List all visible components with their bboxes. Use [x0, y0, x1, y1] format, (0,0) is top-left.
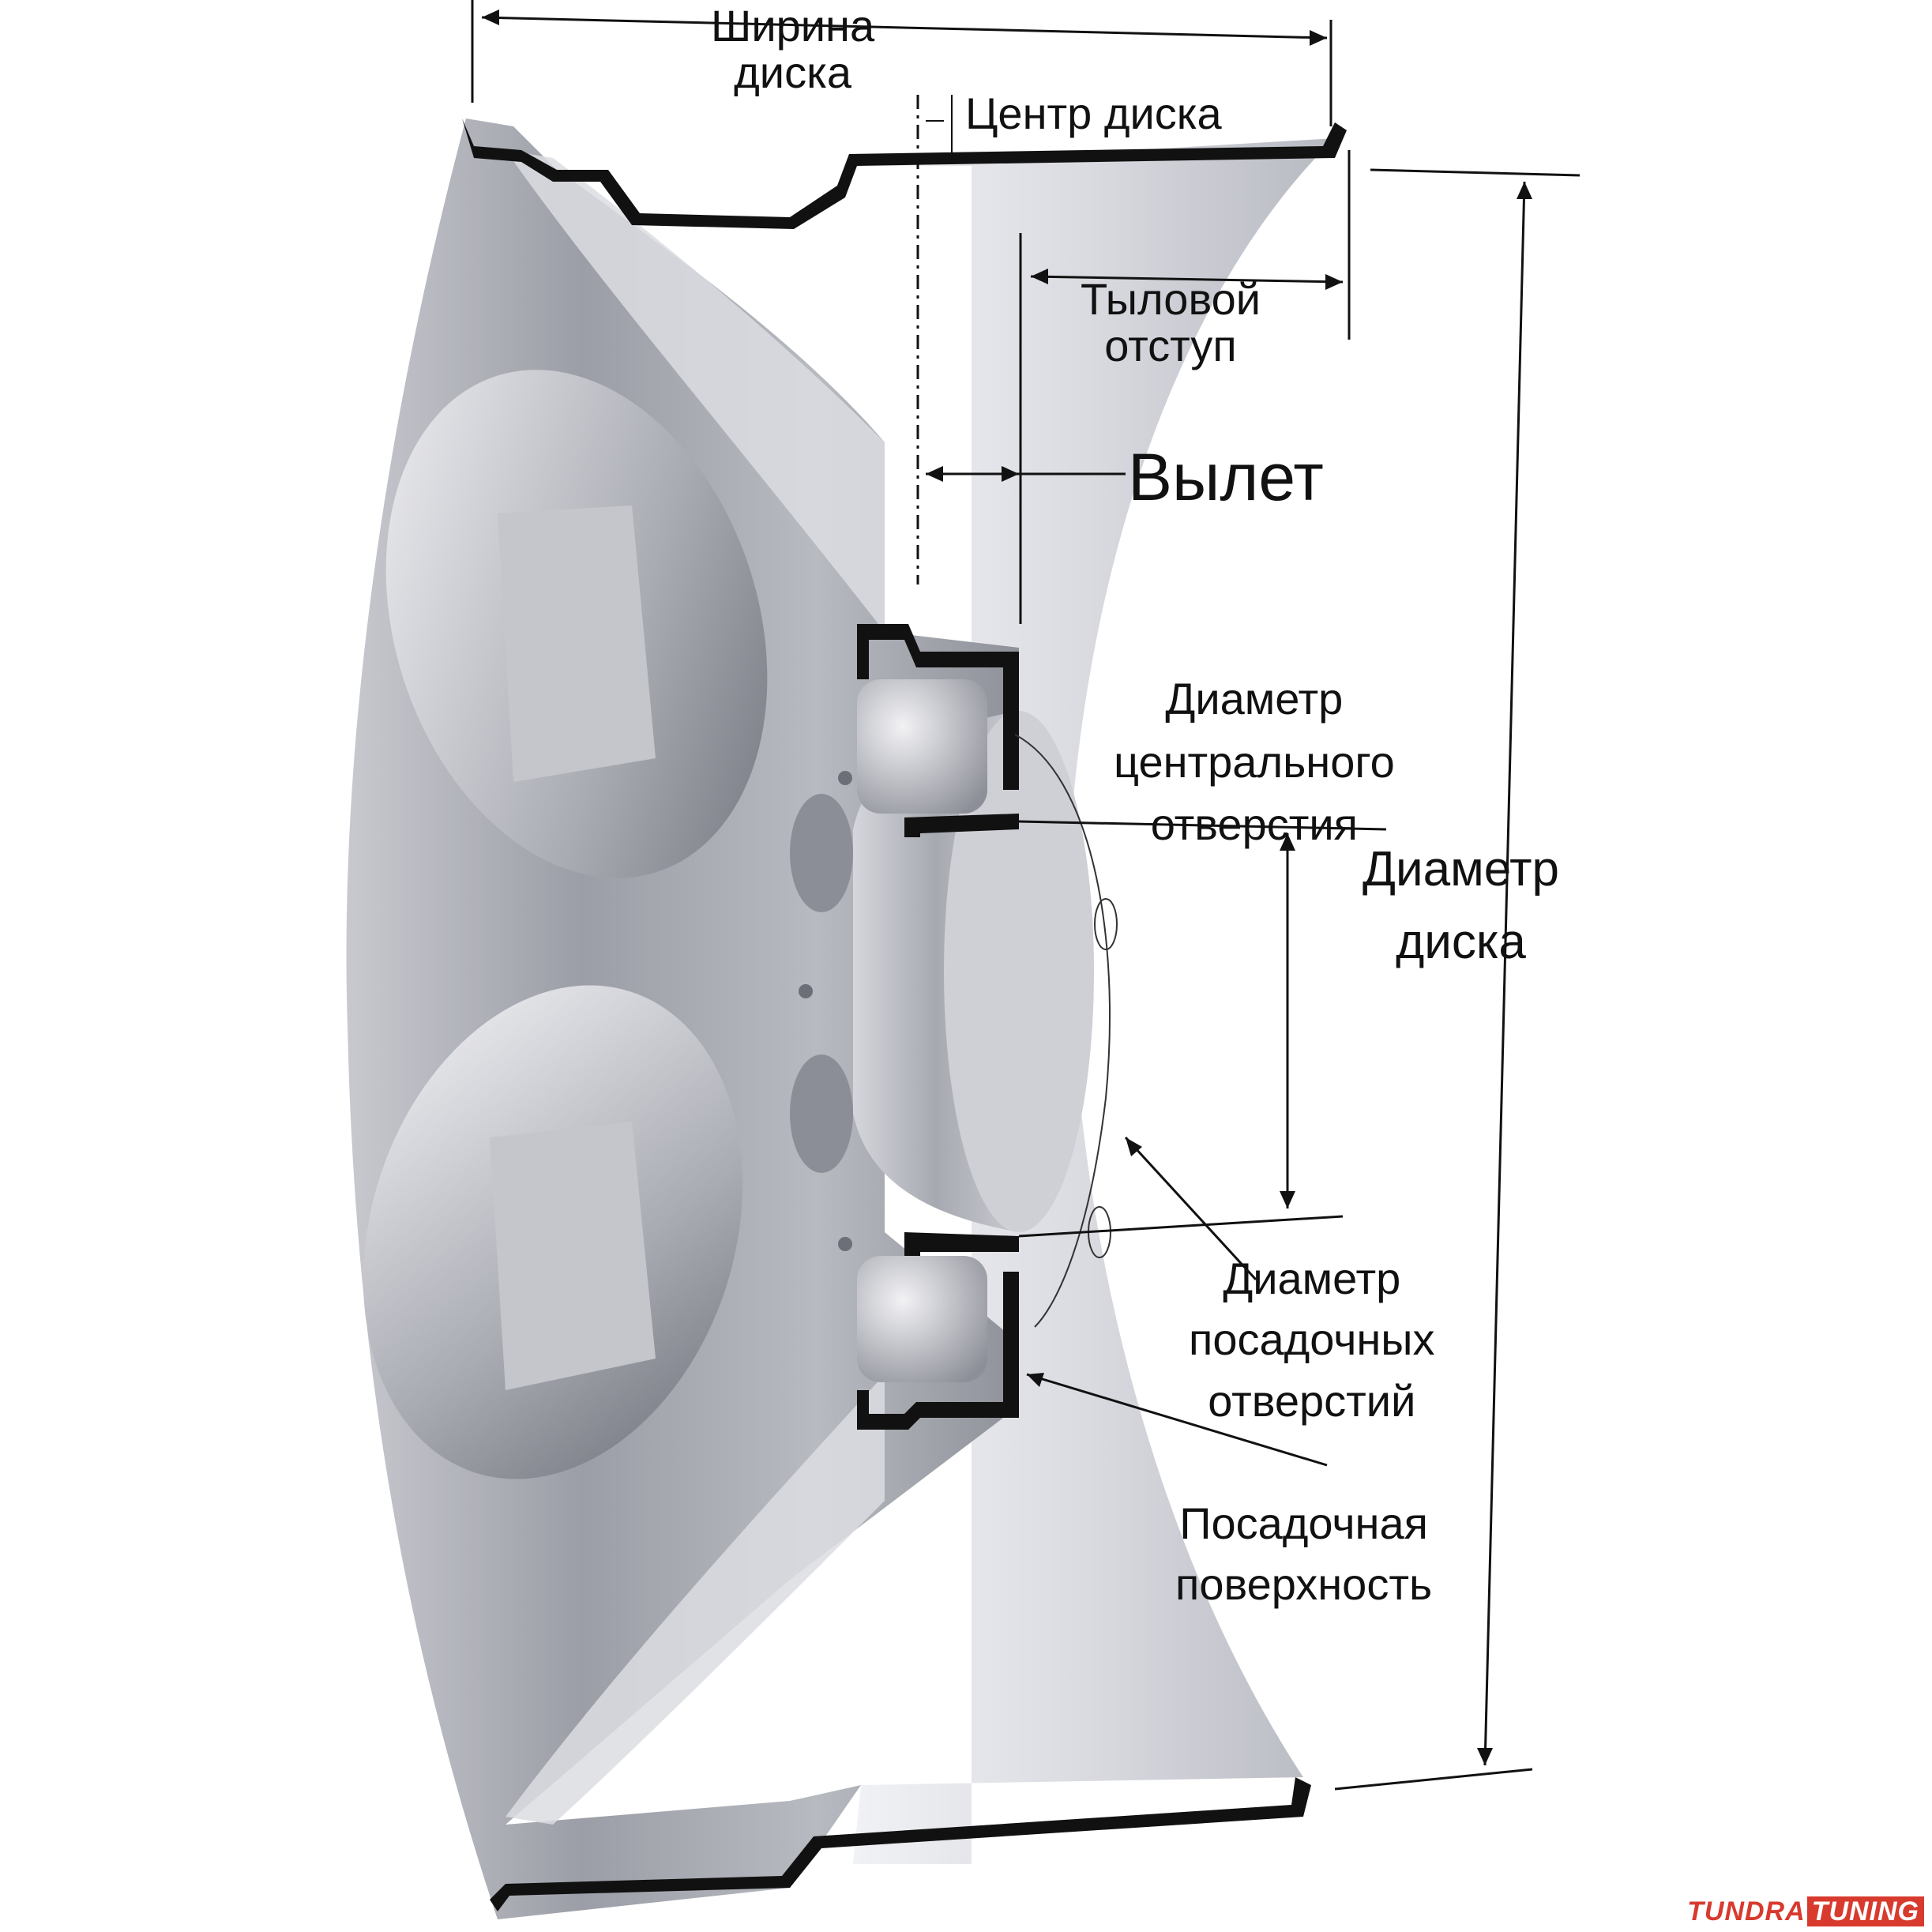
bolt-circle-hole-1 — [1094, 898, 1118, 950]
label-wheel-width: Ширина диска — [711, 1, 875, 97]
lug-hole-1 — [790, 794, 853, 912]
label-bolt-pattern: Диаметр посадочных отверстий — [1189, 1254, 1435, 1426]
bolt-circle-outline — [1014, 734, 1111, 1328]
lug-hole-2 — [790, 1054, 853, 1173]
label-back-spacing: Тыловой отступ — [1081, 274, 1261, 370]
section-hub-upper — [857, 624, 1019, 790]
lug-nut-lower — [857, 1256, 987, 1382]
window-upper-inner — [498, 506, 656, 782]
label-wheel-center: Центр диска — [965, 88, 1222, 138]
section-hub-mid — [904, 1232, 1019, 1256]
dimension-lines — [471, 0, 1581, 1791]
label-center-bore: Диаметр центрального отверстия — [1114, 674, 1395, 850]
section-hub-lower — [904, 814, 1019, 837]
window-lower-inner — [490, 1122, 656, 1390]
small-hole-2 — [799, 984, 813, 998]
arrowheads — [482, 9, 1532, 1765]
label-offset: Вылет — [1128, 440, 1324, 514]
small-hole-3 — [838, 1237, 852, 1251]
lug-nut-upper — [857, 679, 987, 814]
spoke-highlight-upper — [506, 150, 885, 632]
label-wheel-diameter: Диаметр диска — [1363, 842, 1560, 969]
spoke-highlight-lower — [506, 1374, 885, 1825]
small-hole-1 — [838, 771, 852, 785]
label-mounting-surface: Посадочная поверхность — [1175, 1498, 1433, 1610]
section-hub-bottom — [857, 1272, 1019, 1430]
center-disc — [944, 711, 1094, 1232]
